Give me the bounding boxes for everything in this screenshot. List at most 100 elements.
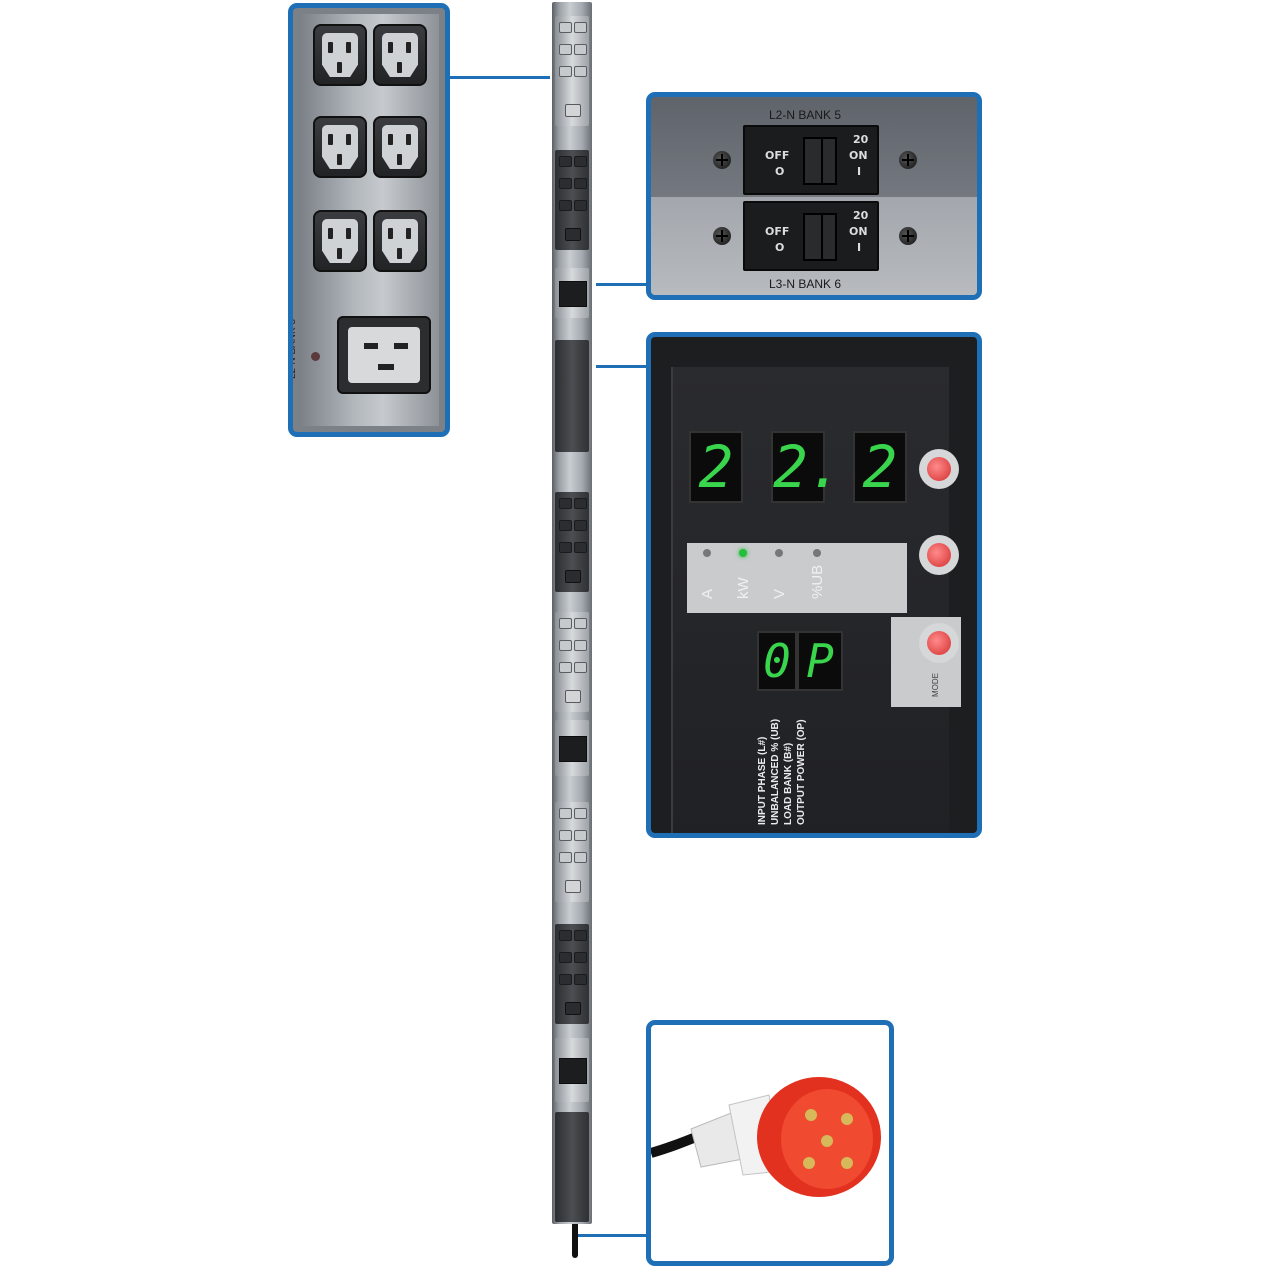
c13-outlet xyxy=(373,210,427,272)
indicator-label: kW xyxy=(735,577,752,599)
breaker-off-label: OFF xyxy=(765,149,790,162)
mini-breaker xyxy=(559,736,587,762)
bank-led xyxy=(311,352,320,361)
mode-button[interactable] xyxy=(919,623,959,663)
mini-outlet xyxy=(559,952,572,963)
mini-outlet xyxy=(559,178,572,189)
pdu-segment xyxy=(555,720,589,776)
pdu-segment xyxy=(555,268,589,318)
mini-outlet xyxy=(574,852,587,863)
outlet-panel: L2-N BANK 5 xyxy=(293,14,439,426)
pdu-segment xyxy=(555,924,589,1024)
mini-outlet xyxy=(574,44,587,55)
mini-outlet xyxy=(559,974,572,985)
breaker-off-label: OFF xyxy=(765,225,790,238)
breaker-off-symbol: O xyxy=(775,241,785,254)
mode-digit-1: 0 xyxy=(757,631,797,691)
breaker-rating: 20 xyxy=(853,133,869,146)
mini-outlet xyxy=(559,66,572,77)
indicator-led-0 xyxy=(703,549,711,557)
pdu-strip xyxy=(548,2,596,1262)
mini-outlet xyxy=(559,808,572,819)
plug-callout xyxy=(646,1020,894,1266)
mini-outlet xyxy=(574,178,587,189)
mini-outlet xyxy=(574,200,587,211)
digit-2: 2. xyxy=(771,431,843,503)
mini-outlet xyxy=(574,156,587,167)
mini-outlet xyxy=(559,852,572,863)
pdu-segment xyxy=(555,1038,589,1102)
mini-outlet xyxy=(574,640,587,651)
up-button[interactable] xyxy=(919,449,959,489)
connector-line-plug xyxy=(578,1234,648,1237)
breaker-rating: 20 xyxy=(853,209,869,222)
mini-outlet xyxy=(559,44,572,55)
breaker-off-symbol: O xyxy=(775,165,785,178)
connector-line-display xyxy=(596,365,648,368)
mini-c19-outlet xyxy=(565,570,581,583)
breaker-rocker[interactable] xyxy=(803,137,837,185)
down-arrow-icon xyxy=(927,543,951,567)
breaker-bank-6[interactable]: OFF O 20 ON I xyxy=(743,201,879,271)
mini-outlet xyxy=(574,830,587,841)
indicator-led-1 xyxy=(739,549,747,557)
screw-icon xyxy=(899,151,917,169)
mini-outlet xyxy=(574,498,587,509)
mini-breaker xyxy=(559,281,587,307)
mini-c19-outlet xyxy=(565,880,581,893)
c13-outlet xyxy=(373,116,427,178)
pdu-segment xyxy=(555,802,589,902)
outlets-callout: L2-N BANK 5 xyxy=(288,3,450,437)
pdu-segment xyxy=(555,492,589,592)
breaker-bottom-label: L3-N BANK 6 xyxy=(769,277,842,291)
c13-outlet xyxy=(313,210,367,272)
breaker-top-label: L2-N BANK 5 xyxy=(769,108,842,122)
breaker-rocker[interactable] xyxy=(803,213,837,261)
mini-c19-outlet xyxy=(565,1002,581,1015)
mini-outlet xyxy=(574,930,587,941)
mini-outlet xyxy=(559,618,572,629)
mini-outlet xyxy=(559,156,572,167)
mini-c19-outlet xyxy=(565,104,581,117)
mini-outlet xyxy=(574,22,587,33)
breaker-on-label: ON xyxy=(849,149,868,162)
legend-line: OUTPUT POWER (OP) xyxy=(796,719,807,825)
mini-outlet xyxy=(559,662,572,673)
pdu-segment xyxy=(555,150,589,250)
connector-line-breakers xyxy=(596,283,648,286)
screw-icon xyxy=(713,227,731,245)
mini-outlet xyxy=(574,618,587,629)
mini-outlet xyxy=(559,498,572,509)
down-button[interactable] xyxy=(919,535,959,575)
mini-outlet xyxy=(559,542,572,553)
breaker-on-symbol: I xyxy=(857,165,862,178)
pdu-segment xyxy=(555,1112,589,1222)
legend-line: LOAD BANK (B#) xyxy=(783,742,794,825)
breaker-on-label: ON xyxy=(849,225,868,238)
pdu-cord xyxy=(572,1224,578,1258)
mode-digit-2: P xyxy=(797,631,843,691)
indicator-label: %UB xyxy=(809,564,826,599)
mini-outlet xyxy=(574,542,587,553)
c13-outlet xyxy=(313,24,367,86)
indicator-label: A xyxy=(699,588,716,599)
legend-line: INPUT PHASE (L#) xyxy=(757,736,768,825)
c13-outlet xyxy=(313,116,367,178)
indicator-led-3 xyxy=(813,549,821,557)
mode-button-icon xyxy=(927,631,951,655)
mini-outlet xyxy=(559,830,572,841)
connector-line-outlets xyxy=(450,76,550,79)
screw-icon xyxy=(713,151,731,169)
mini-outlet xyxy=(559,640,572,651)
breaker-bank-5[interactable]: OFF O 20 ON I xyxy=(743,125,879,195)
breakers-callout: L2-N BANK 5 L3-N BANK 6 OFF O 20 ON I OF… xyxy=(646,92,982,300)
mode-button-label: MODE xyxy=(931,673,940,697)
breaker-on-symbol: I xyxy=(857,241,862,254)
mini-outlet xyxy=(559,520,572,531)
mini-outlet xyxy=(574,974,587,985)
digit-1: 2 xyxy=(689,431,743,503)
mini-outlet xyxy=(559,200,572,211)
mini-outlet xyxy=(559,22,572,33)
iec-plug-icon xyxy=(651,1077,881,1197)
